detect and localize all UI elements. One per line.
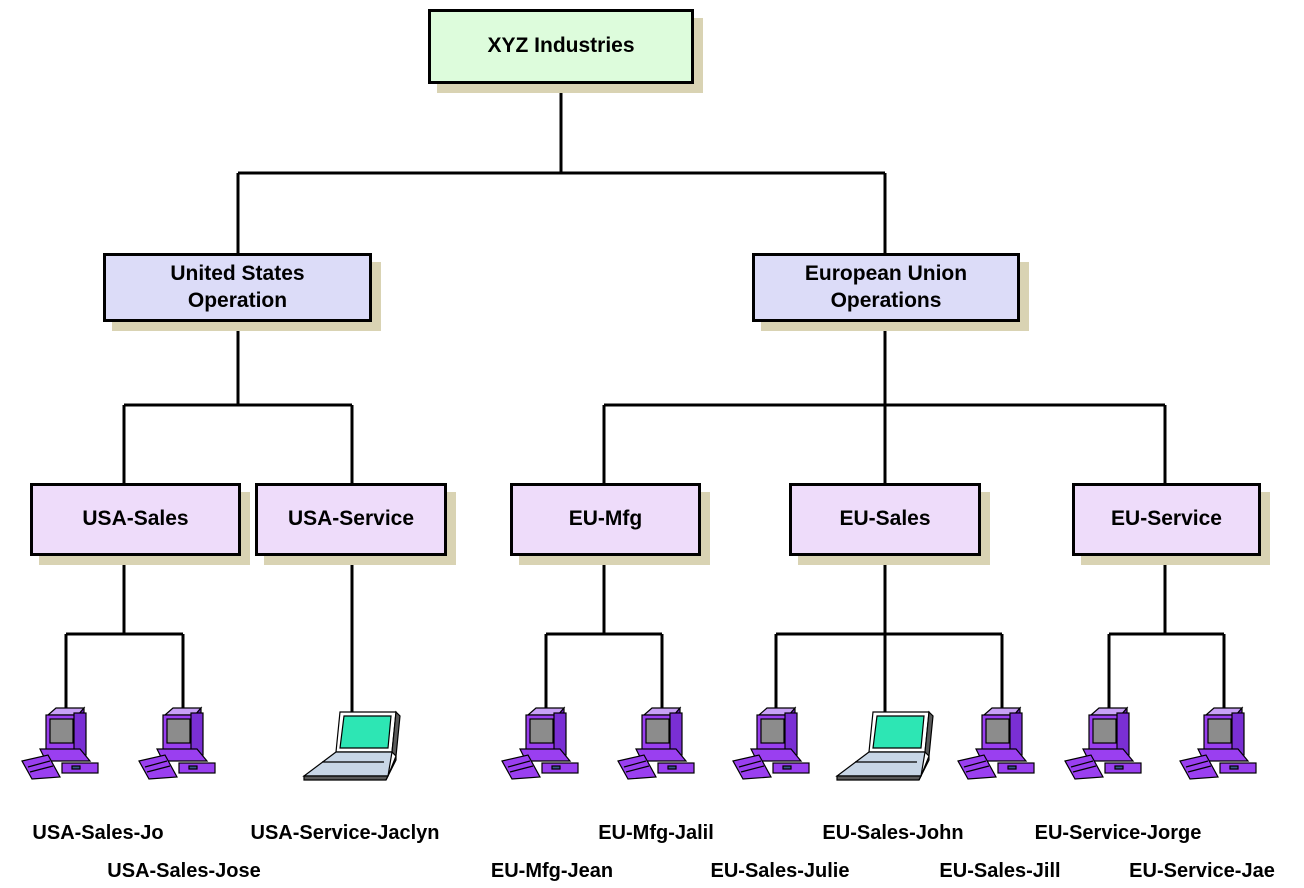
connector-root: [236, 84, 887, 253]
node-usa-service: USA-Service: [255, 483, 447, 556]
connector-eu: [602, 322, 1167, 483]
node-label: USA-Sales: [82, 507, 189, 531]
desktop-computer-icon: [21, 706, 99, 780]
device-label: EU-Sales-Jill: [939, 860, 1061, 882]
node-usa-sales: USA-Sales: [30, 483, 241, 556]
desktop-computer-icon: [138, 706, 216, 780]
connector-eu-service: [1107, 556, 1226, 712]
desktop-computer-icon: [1179, 706, 1257, 780]
node-european-union-operations: European Union Operations: [752, 253, 1020, 322]
device-label: EU-Sales-Julie: [710, 860, 850, 882]
desktop-computer-icon: [1064, 706, 1142, 780]
connector-eu-sales: [774, 556, 1004, 712]
device-label: EU-Mfg-Jean: [490, 860, 614, 882]
node-label-line1: United States: [170, 262, 305, 286]
node-xyz-industries: XYZ Industries: [428, 9, 694, 84]
node-eu-mfg: EU-Mfg: [510, 483, 701, 556]
device-label: EU-Sales-John: [822, 822, 964, 844]
device-label: USA-Sales-Jose: [107, 860, 261, 882]
laptop-icon: [302, 710, 401, 781]
device-label: USA-Service-Jaclyn: [250, 822, 440, 844]
node-label-line2: Operations: [830, 288, 942, 312]
node-united-states-operation: United States Operation: [103, 253, 372, 322]
node-eu-service: EU-Service: [1072, 483, 1261, 556]
node-label: EU-Service: [1111, 507, 1222, 531]
node-label: EU-Mfg: [568, 507, 643, 531]
device-label: EU-Mfg-Jalil: [598, 822, 714, 844]
desktop-computer-icon: [957, 706, 1035, 780]
node-label: USA-Service: [287, 507, 415, 531]
node-eu-sales: EU-Sales: [789, 483, 981, 556]
device-label: USA-Sales-Jo: [32, 822, 164, 844]
desktop-computer-icon: [617, 706, 695, 780]
desktop-computer-icon: [501, 706, 579, 780]
desktop-computer-icon: [732, 706, 810, 780]
laptop-icon: [835, 710, 934, 781]
connector-eu-mfg: [544, 556, 664, 712]
connector-us: [122, 322, 354, 483]
device-label: EU-Service-Jae: [1129, 860, 1275, 882]
node-label-line1: European Union: [804, 262, 968, 286]
device-label: EU-Service-Jorge: [1034, 822, 1202, 844]
connector-usa-sales: [64, 556, 185, 712]
node-label-line2: Operation: [187, 288, 288, 312]
node-label: XYZ Industries: [487, 34, 635, 58]
node-label: EU-Sales: [839, 507, 931, 531]
